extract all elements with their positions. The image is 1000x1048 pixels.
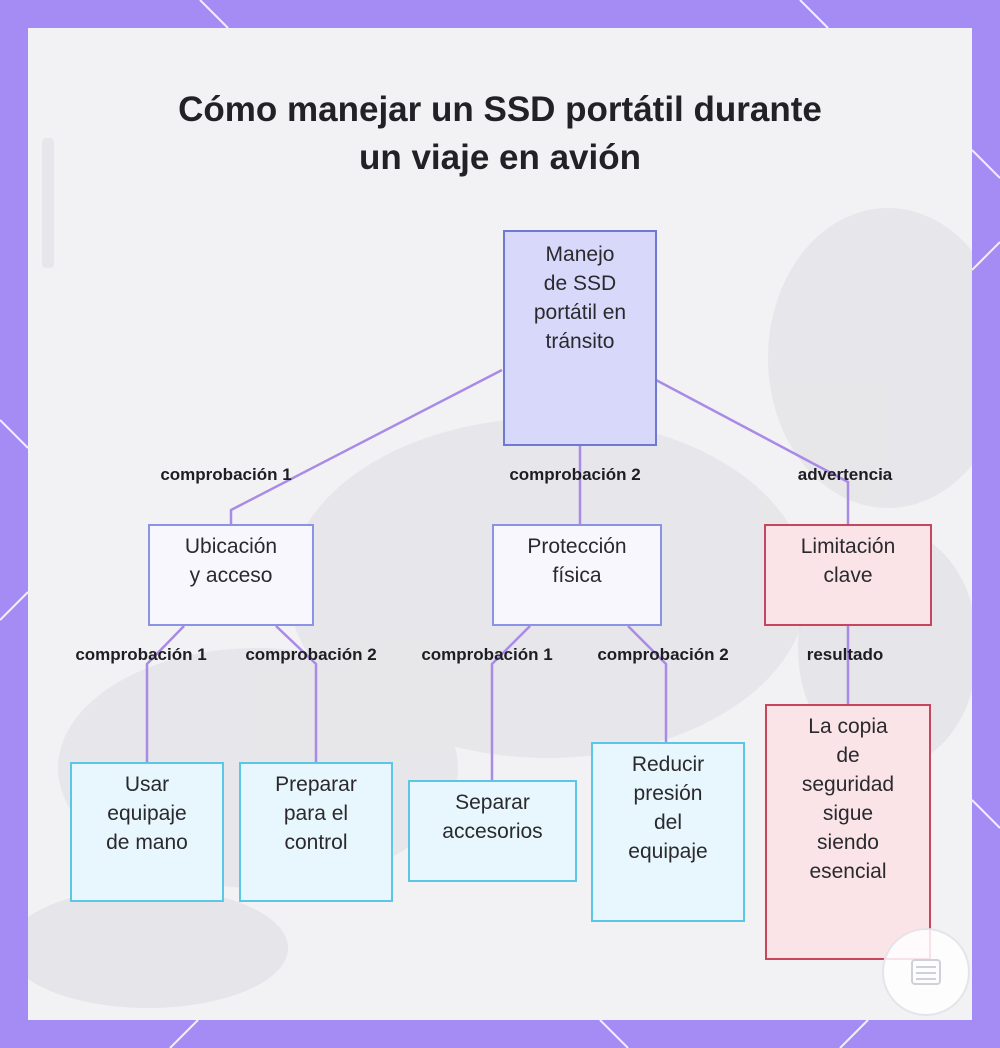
node-separar-accesorios: Separar accesorios: [408, 780, 577, 882]
edge-label-ubicacion-usar: comprobación 1: [75, 645, 207, 664]
edge-ubicacion-usar: [145, 625, 185, 762]
edge-label-root-limitacion: advertencia: [797, 465, 893, 484]
edge-root-limitacion: [655, 378, 850, 524]
node-reducir-presion: Reducir presión del equipaje: [591, 742, 745, 922]
node-usar-equipaje: Usar equipaje de mano: [70, 762, 224, 902]
node-preparar-control: Preparar para el control: [239, 762, 393, 902]
edge-label-proteccion-reducir: comprobación 2: [597, 645, 729, 664]
edge-label-proteccion-separar: comprobación 1: [421, 645, 553, 664]
node-copia-seguridad: La copia de seguridad sigue siendo esenc…: [765, 704, 931, 960]
edge-root-ubicacion: [229, 368, 503, 524]
title-line-1: Cómo manejar un SSD portátil durante: [178, 90, 822, 129]
edge-label-limitacion-copia: resultado: [806, 645, 884, 664]
node-root: Manejo de SSD portátil en tránsito: [503, 230, 657, 446]
brand-badge: [882, 928, 970, 1016]
edge-connectors: [145, 368, 850, 780]
diagram-title: Cómo manejar un SSD portátil durante un …: [28, 86, 972, 182]
edge-proteccion-separar: [490, 625, 531, 780]
edge-ubicacion-preparar: [275, 625, 318, 762]
storage-logo-icon: [911, 959, 941, 985]
edge-label-root-ubicacion: comprobación 1: [160, 465, 292, 484]
infographic-card: Cómo manejar un SSD portátil durante un …: [28, 28, 972, 1020]
node-ubicacion: Ubicación y acceso: [148, 524, 314, 626]
node-limitacion: Limitación clave: [764, 524, 932, 626]
node-proteccion: Protección física: [492, 524, 662, 626]
edge-proteccion-reducir: [627, 625, 668, 742]
edge-label-ubicacion-preparar: comprobación 2: [245, 645, 377, 664]
title-line-2: un viaje en avión: [358, 138, 642, 177]
edge-label-root-proteccion: comprobación 2: [509, 465, 641, 484]
